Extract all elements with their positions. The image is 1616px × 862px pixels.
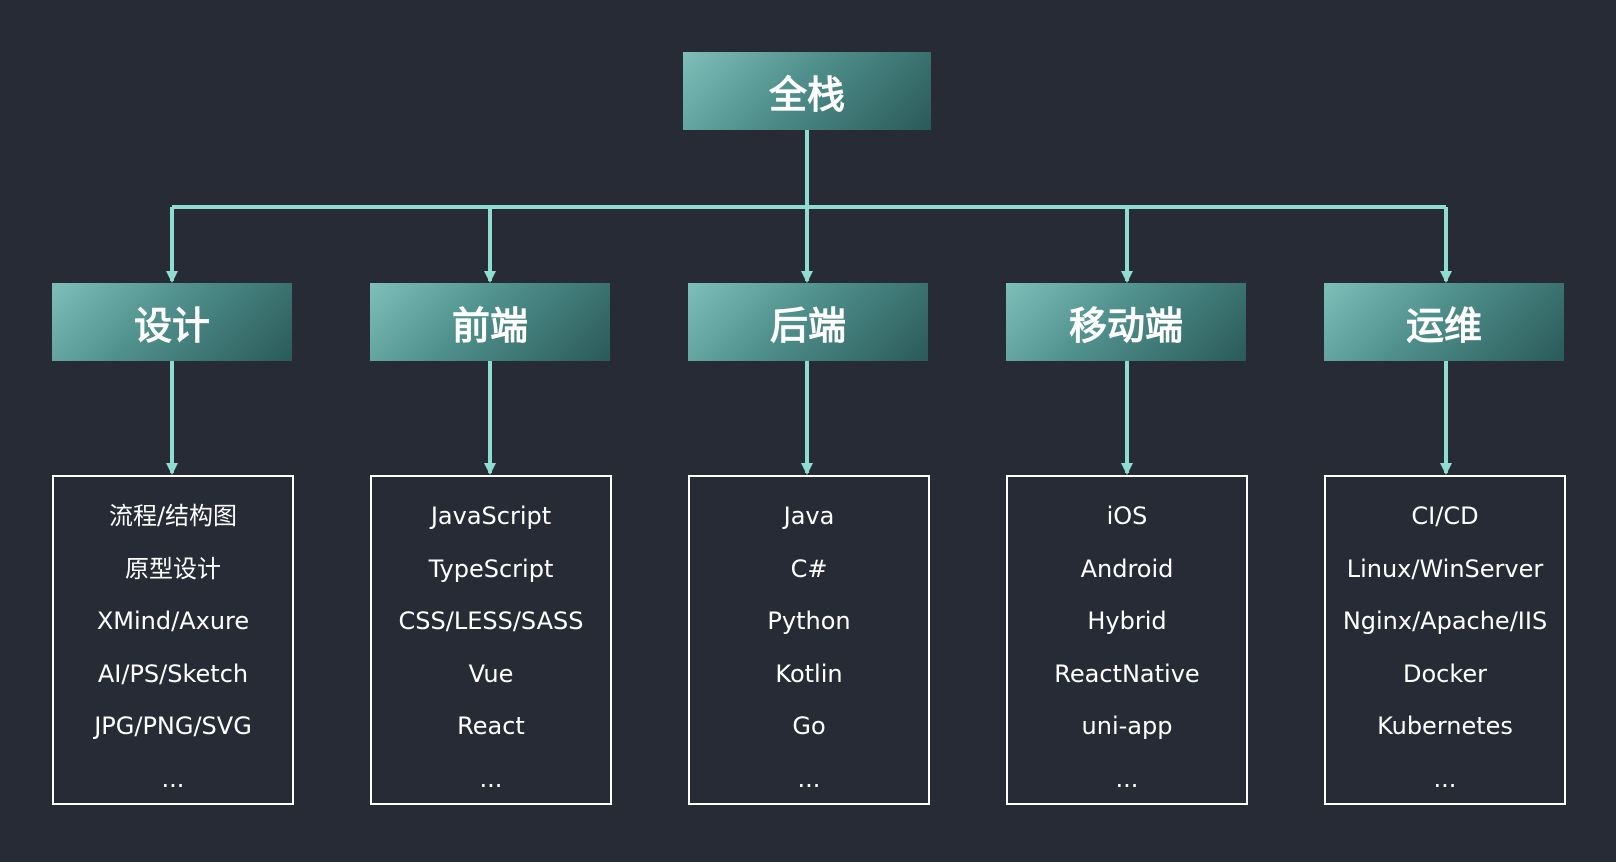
list-item: Go (792, 712, 826, 740)
list-item: 流程/结构图 (108, 502, 238, 530)
root-node-fullstack: 全栈 (683, 52, 931, 130)
list-item: Python (767, 607, 851, 635)
skill-list-ops: CI/CD Linux/WinServer Nginx/Apache/IIS D… (1324, 475, 1566, 805)
list-item: Nginx/Apache/IIS (1342, 607, 1548, 635)
list-item: AI/PS/Sketch (97, 659, 249, 688)
skill-list-design: 流程/结构图 原型设计 XMind/Axure AI/PS/Sketch JPG… (52, 475, 294, 805)
list-item: 原型设计 (125, 554, 221, 583)
list-item: C# (790, 554, 828, 583)
list-item: ... (1433, 764, 1457, 793)
category-node-design: 设计 (52, 283, 292, 361)
skill-list-mobile: iOS Android Hybrid ReactNative uni-app .… (1006, 475, 1248, 805)
category-node-backend: 后端 (688, 283, 928, 361)
list-item: CI/CD (1411, 502, 1479, 530)
list-item: React (457, 712, 525, 740)
list-item: ... (1115, 764, 1139, 793)
list-item: CSS/LESS/SASS (398, 607, 584, 635)
list-item: Kotlin (775, 659, 843, 688)
list-item: JPG/PNG/SVG (94, 712, 252, 740)
list-item: ReactNative (1054, 659, 1200, 688)
list-item: ... (797, 764, 821, 793)
list-item: Java (783, 502, 835, 530)
skill-list-backend: Java C# Python Kotlin Go ... (688, 475, 930, 805)
list-item: Docker (1402, 659, 1488, 688)
category-node-mobile: 移动端 (1006, 283, 1246, 361)
list-item: Linux/WinServer (1346, 554, 1544, 583)
list-item: Hybrid (1087, 607, 1167, 635)
list-item: ... (479, 764, 503, 793)
list-item: Vue (468, 659, 514, 688)
list-item: Kubernetes (1377, 712, 1513, 740)
list-item: iOS (1106, 502, 1148, 530)
list-item: uni-app (1081, 712, 1173, 740)
list-item: ... (161, 764, 185, 793)
skill-list-frontend: JavaScript TypeScript CSS/LESS/SASS Vue … (370, 475, 612, 805)
list-item: Android (1080, 554, 1174, 583)
list-item: XMind/Axure (96, 607, 250, 635)
category-node-ops: 运维 (1324, 283, 1564, 361)
category-node-frontend: 前端 (370, 283, 610, 361)
list-item: TypeScript (428, 554, 554, 583)
list-item: JavaScript (430, 502, 552, 530)
